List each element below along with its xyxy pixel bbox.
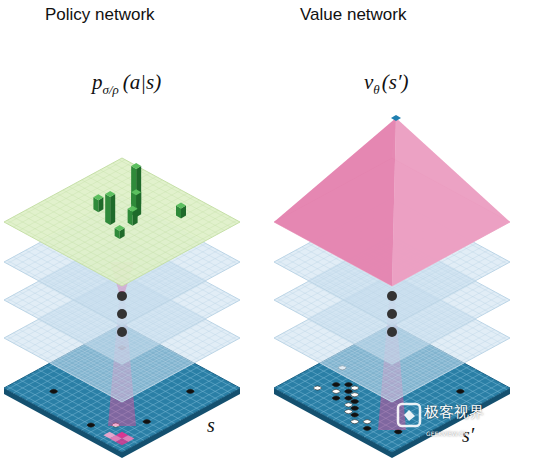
probability-bar (105, 194, 110, 225)
probability-bar (131, 189, 141, 195)
probability-bar (133, 209, 138, 226)
section-title: Policy network (45, 5, 155, 25)
watermark: GEEKVIEW.CN (426, 431, 468, 438)
watermark-logo (398, 404, 420, 426)
formula-symbol: v (364, 70, 373, 94)
probability-bar (176, 203, 186, 209)
go-stone (331, 389, 341, 395)
probability-bar (115, 225, 125, 231)
go-stone (48, 389, 58, 395)
go-stone (455, 389, 465, 395)
probability-bar (128, 209, 133, 226)
go-stone (362, 426, 372, 432)
value-pyramid (274, 118, 396, 286)
go-stone (185, 389, 195, 395)
go-stone (362, 419, 372, 425)
ellipsis-dot (117, 291, 127, 301)
formula-symbol: p (92, 70, 103, 94)
go-stone (331, 382, 341, 388)
state-label: s (207, 414, 215, 437)
text-group: 极客视界 (424, 403, 484, 421)
output-plane (4, 158, 240, 286)
go-stone (350, 412, 360, 418)
probability-bar (93, 194, 103, 200)
text-group: vθ(s′) (364, 70, 408, 98)
go-stone (86, 422, 96, 428)
watermark: 极客视界 (424, 403, 484, 420)
text-group: GEEKVIEW.CN (426, 422, 468, 440)
ellipsis-dot (387, 291, 397, 301)
text-group: pσ/ρ (a|s) (92, 70, 161, 98)
go-stone (350, 419, 360, 425)
probability-bar (110, 194, 115, 225)
formula-subscript: σ/ρ (103, 83, 119, 98)
ellipsis-dot (117, 327, 127, 337)
highlight-cell (116, 439, 128, 446)
formula-subscript: θ (373, 83, 379, 98)
ellipsis-dot (117, 309, 127, 319)
probability-bar (128, 206, 138, 212)
probability-bar (105, 191, 115, 197)
probability-bar (131, 163, 141, 169)
highlight-cell (103, 432, 115, 439)
formula-argument: (s′) (382, 70, 409, 94)
value-pyramid (392, 118, 510, 286)
section-title: Value network (300, 5, 406, 25)
watermark-logo (404, 410, 415, 421)
ellipsis-dot (387, 327, 397, 337)
formula-argument: (a|s) (123, 70, 161, 94)
text-group: s (207, 414, 215, 437)
go-stone (142, 419, 152, 425)
text-group: Value network (300, 5, 406, 25)
go-stone (312, 385, 322, 391)
text-group: Policy network (45, 5, 155, 25)
value-output (391, 115, 401, 121)
go-stone (331, 395, 341, 401)
ellipsis-dot (387, 309, 397, 319)
